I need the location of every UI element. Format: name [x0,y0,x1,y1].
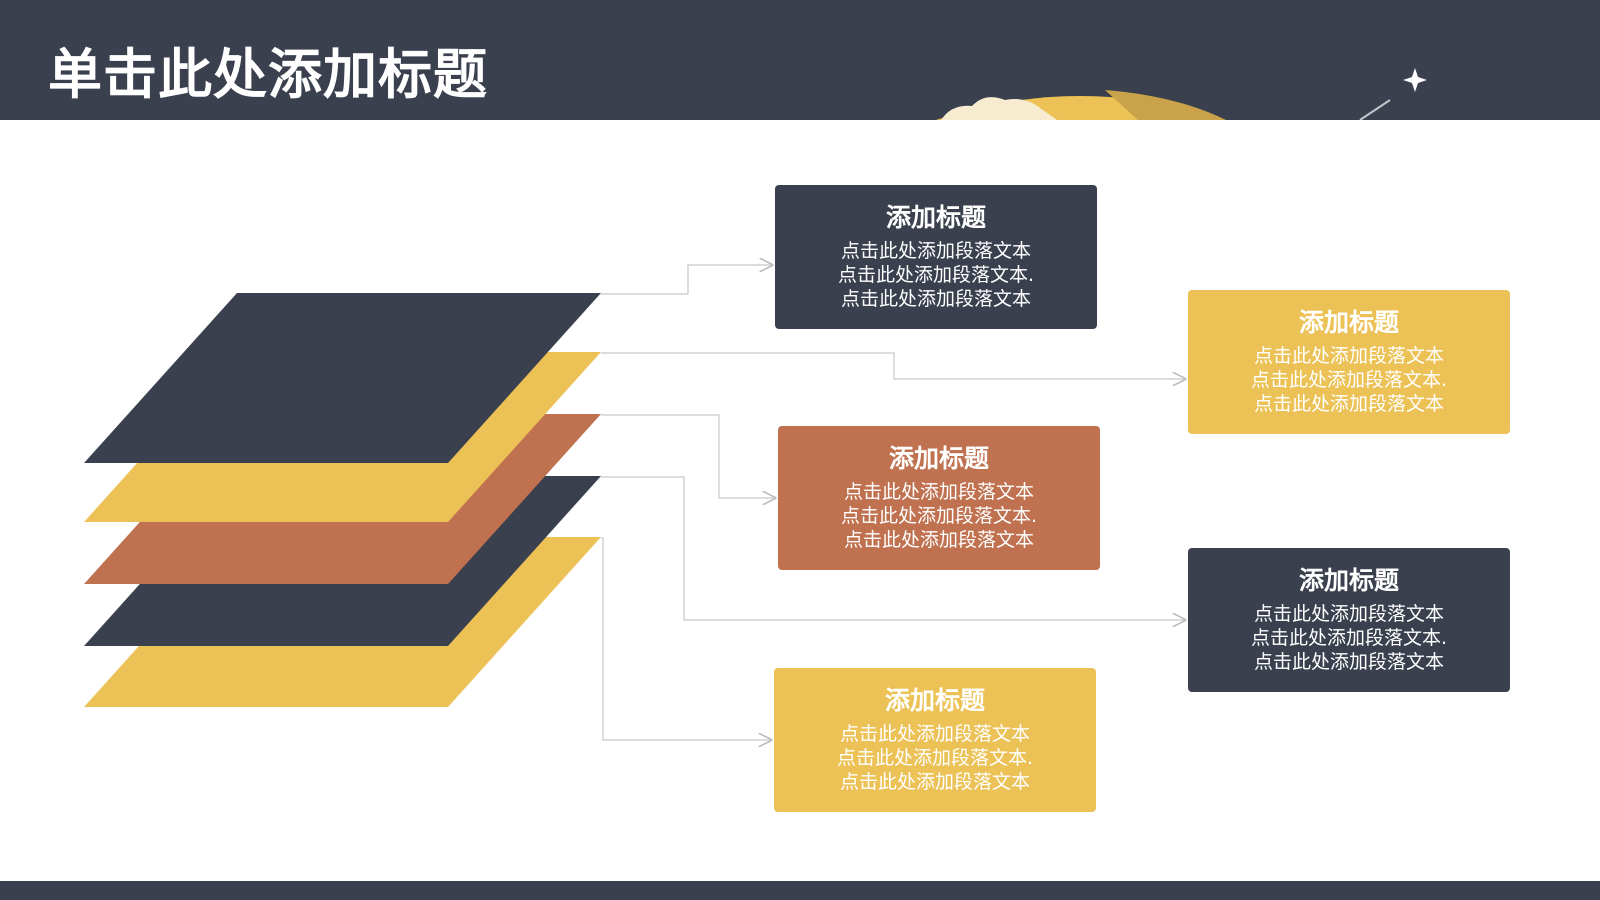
info-card-1[interactable]: 添加标题 点击此处添加段落文本 点击此处添加段落文本. 点击此处添加段落文本 [775,185,1097,329]
card-text-line: 点击此处添加段落文本 [840,288,1031,310]
cloud-shape [941,97,1058,120]
card-text-line: 点击此处添加段落文本 [840,240,1031,262]
card-title: 添加标题 [1298,566,1399,595]
card-text-line: 点击此处添加段落文本 [1253,345,1444,367]
card-title: 添加标题 [884,686,985,715]
layer-shape-1 [84,293,601,463]
connector-arrow-4 [601,476,1185,620]
card-title: 添加标题 [1298,308,1399,337]
info-card-4[interactable]: 添加标题 点击此处添加段落文本 点击此处添加段落文本. 点击此处添加段落文本 [1188,548,1510,692]
planet-illustration [936,68,1427,120]
stacked-layers [84,293,601,707]
card-text-line: 点击此处添加段落文本 [843,481,1034,503]
card-text-line: 点击此处添加段落文本 [1253,603,1444,625]
info-card-3[interactable]: 添加标题 点击此处添加段落文本 点击此处添加段落文本. 点击此处添加段落文本 [778,426,1100,570]
connector-arrow-1 [601,265,772,295]
card-text-line: 点击此处添加段落文本 [1253,651,1444,673]
info-card-2[interactable]: 添加标题 点击此处添加段落文本 点击此处添加段落文本. 点击此处添加段落文本 [1188,290,1510,434]
card-text-line: 点击此处添加段落文本. [837,264,1035,286]
connector-arrow-5 [601,537,771,740]
card-text-line: 点击此处添加段落文本. [836,747,1034,769]
card-text-line: 点击此处添加段落文本 [839,723,1030,745]
header-band: 单击此处添加标题 [0,0,1600,120]
info-card-5[interactable]: 添加标题 点击此处添加段落文本 点击此处添加段落文本. 点击此处添加段落文本 [774,668,1096,812]
sparkle-icon [1403,68,1427,92]
footer-bar [0,881,1600,900]
connector-arrow-2 [601,352,1185,379]
connector-lines [601,265,1185,740]
card-text-line: 点击此处添加段落文本. [840,505,1038,527]
card-title: 添加标题 [888,444,989,473]
shooting-star-trail [1359,99,1391,120]
card-text-line: 点击此处添加段落文本 [1253,393,1444,415]
card-title: 添加标题 [885,203,986,232]
connector-arrow-3 [601,414,775,498]
card-text-line: 点击此处添加段落文本 [843,529,1034,551]
card-text-line: 点击此处添加段落文本. [1250,369,1448,391]
card-text-line: 点击此处添加段落文本 [839,771,1030,793]
planet-shade [1105,90,1226,120]
card-text-line: 点击此处添加段落文本. [1250,627,1448,649]
slide-title[interactable]: 单击此处添加标题 [48,43,488,106]
